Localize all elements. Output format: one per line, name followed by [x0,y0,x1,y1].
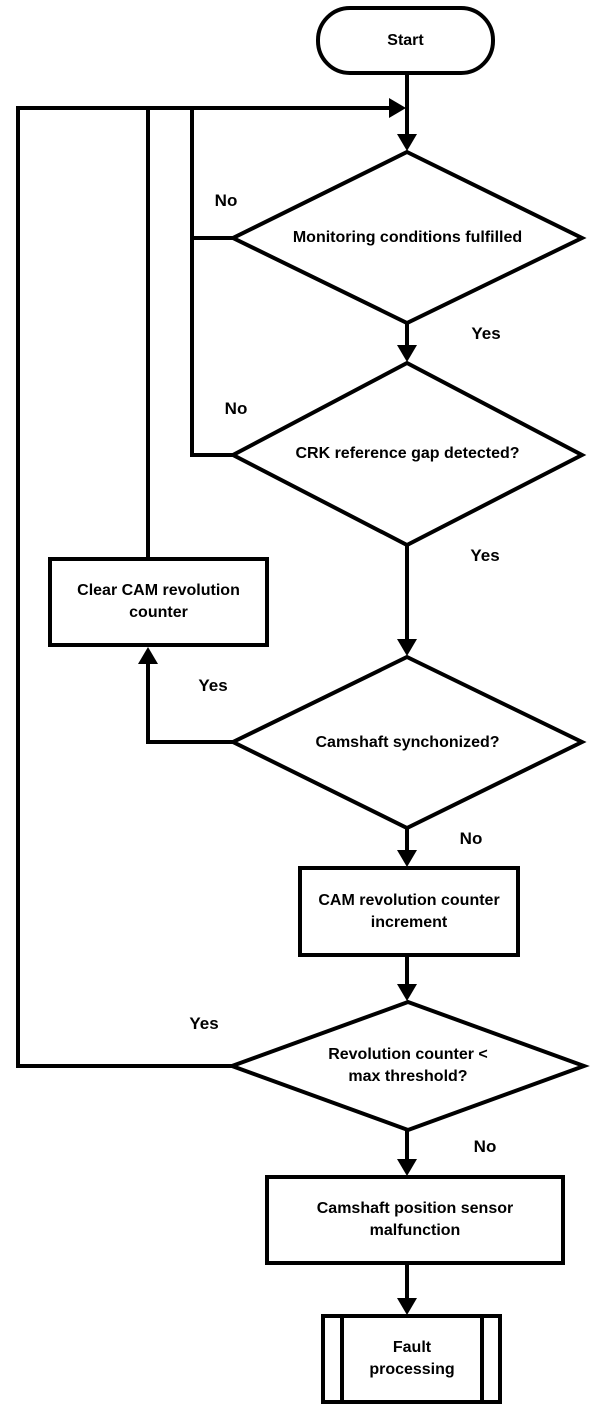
edge-crk-no [190,108,233,457]
process-camshaft-sensor-malfunction [265,1175,565,1265]
process-cam-counter-increment [298,866,520,957]
decision-crk-reference-gap [228,360,587,548]
arrowhead-into-clear-counter [138,647,158,664]
decision-monitoring-conditions [228,149,587,326]
arrowhead-loop-into-main [389,98,406,118]
decision-camshaft-synchonized [228,654,587,831]
arrowhead-into-monitoring [397,134,417,151]
predefined-process-fault-processing [321,1314,502,1404]
arrowhead-into-crk [397,345,417,362]
edge-sync-yes [146,664,233,744]
decision-revolution-counter-threshold [226,999,590,1133]
process-clear-cam-counter [48,557,269,647]
arrowhead-into-fault [397,1298,417,1315]
arrowhead-into-threshold [397,984,417,1001]
edge-threshold-yes-loop [16,106,232,1068]
arrowhead-into-sync [397,639,417,656]
arrowhead-into-malfunction [397,1159,417,1176]
start-node [316,6,495,75]
arrowhead-into-increment [397,850,417,867]
